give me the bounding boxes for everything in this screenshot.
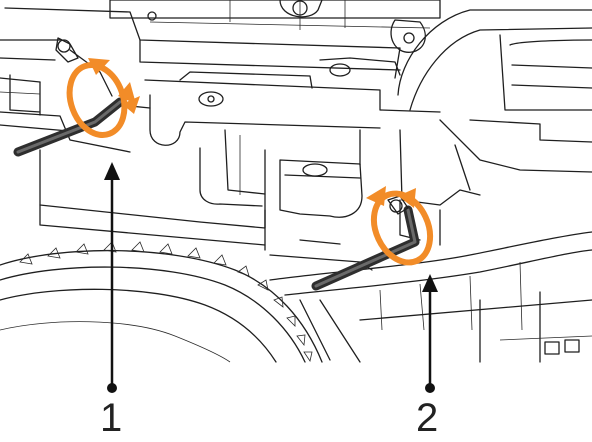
callout-label-2: 2 — [416, 396, 439, 440]
hex-key-wrench-icon — [13, 37, 125, 157]
rotate-arrow-icon — [66, 58, 140, 138]
wheel-tire — [0, 241, 323, 363]
callout-leader-1 — [104, 162, 120, 393]
hex-key-wrench-icon — [311, 195, 420, 291]
rotate-arrow-icon — [366, 186, 434, 266]
frame-line-art — [0, 0, 592, 363]
callout-leader-2 — [422, 274, 438, 393]
callout-label-1: 1 — [100, 396, 123, 440]
